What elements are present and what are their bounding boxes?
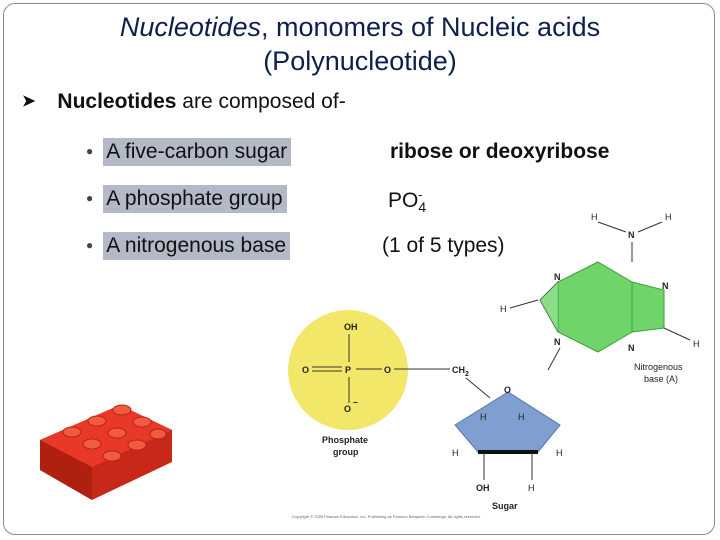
svg-text:–: – [353, 397, 358, 407]
svg-text:H: H [693, 339, 700, 349]
phosphate-o-right-text: O [384, 365, 391, 375]
component-value-phosphate: PO4- [388, 187, 430, 215]
po-subscript: 4 [418, 199, 427, 216]
copyright-text: Copyright © 2005 Pearson Education, Inc.… [292, 514, 481, 519]
svg-text:H: H [480, 412, 487, 422]
svg-text:N: N [554, 272, 561, 282]
sugar-o-text: O [504, 385, 511, 395]
phosphate-label-2: group [333, 447, 359, 457]
sugar-ch2-text: CH2 [452, 365, 469, 378]
sugar-diagram: CH2 O H H H H OH H Sugar [452, 365, 563, 511]
phosphate-group-diagram: OH O P O O – Phosphate group [288, 310, 450, 457]
title-line1: , monomers of Nucleic acids [260, 12, 601, 42]
po-base: PO [388, 189, 419, 212]
svg-text:H: H [518, 412, 525, 422]
bullet-dot-icon: ● [86, 144, 94, 158]
svg-text:N: N [554, 337, 561, 347]
svg-text:N: N [628, 343, 635, 353]
svg-text:N: N [628, 230, 635, 240]
main-bullet-bold: Nucleotides [57, 90, 177, 113]
title-line2: (Polynucleotide) [263, 46, 457, 76]
svg-text:H: H [556, 448, 563, 458]
lego-brick-image [40, 404, 172, 500]
component-phosphate: ● A phosphate group [86, 185, 287, 213]
svg-text:H: H [665, 212, 672, 222]
svg-text:H: H [500, 304, 507, 314]
main-bullet: ➤ Nucleotides are composed of- [22, 90, 346, 114]
po-superscript: - [418, 187, 423, 202]
component-value-sugar: ribose or deoxyribose [390, 140, 610, 163]
bullet-dot-icon: ● [86, 191, 94, 205]
component-value-base: (1 of 5 types) [382, 234, 505, 257]
svg-text:H: H [591, 212, 598, 222]
component-label: A phosphate group [103, 185, 287, 213]
phosphate-o-left-text: O [302, 365, 309, 375]
component-label: A nitrogenous base [103, 232, 291, 260]
slide-title: Nucleotides, monomers of Nucleic acids (… [0, 10, 720, 78]
main-bullet-text: are composed of- [176, 90, 346, 113]
phosphate-o-minus-text: O [344, 404, 351, 414]
sugar-label: Sugar [492, 501, 518, 511]
phosphate-oh-text: OH [344, 322, 358, 332]
component-label: A five-carbon sugar [103, 138, 292, 166]
base-label-2: base (A) [644, 374, 678, 384]
base-label-1: Nitrogenous [634, 362, 683, 372]
component-base: ● A nitrogenous base [86, 232, 291, 260]
nitrogenous-base-diagram: N N N N N H H H H Nitrogenous base (A) [500, 212, 700, 384]
phosphate-label-1: Phosphate [322, 435, 368, 445]
arrow-bullet-icon: ➤ [22, 93, 36, 110]
svg-text:H: H [452, 448, 459, 458]
bullet-dot-icon: ● [86, 238, 94, 252]
svg-text:H: H [528, 483, 535, 493]
phosphate-p-text: P [345, 365, 351, 375]
svg-text:N: N [662, 281, 669, 291]
component-sugar: ● A five-carbon sugar [86, 138, 292, 166]
sugar-oh-text: OH [476, 483, 490, 493]
title-italic: Nucleotides [119, 12, 261, 42]
